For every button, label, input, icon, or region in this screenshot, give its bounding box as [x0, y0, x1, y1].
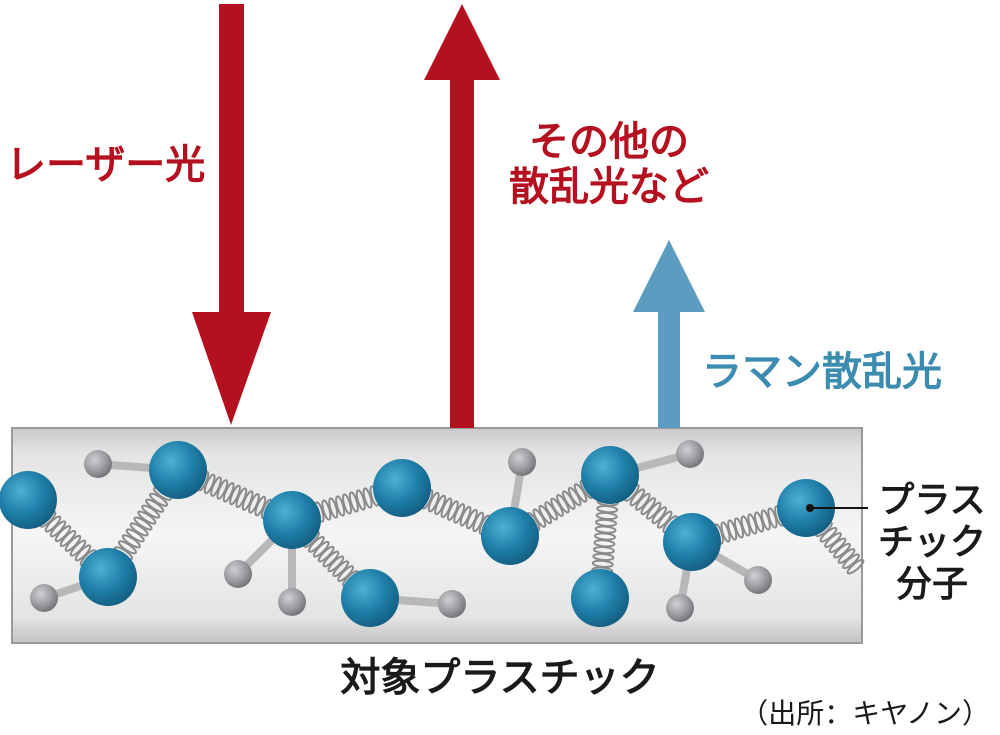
- molecule-atoms: [0, 440, 835, 627]
- target-plastic-label: 対象プラスチック: [340, 655, 660, 701]
- small-atom: [744, 566, 772, 594]
- large-atom: [373, 459, 431, 517]
- molecule-label-line3: 分子: [895, 564, 968, 606]
- small-atom: [508, 448, 536, 476]
- small-atom: [666, 594, 694, 622]
- other-scatter-label: その他の 散乱光など: [500, 120, 718, 210]
- large-atom: [481, 507, 539, 565]
- molecule-label-line1: プラス: [878, 480, 986, 521]
- molecule-leader-dot: [806, 504, 814, 512]
- large-atom: [79, 548, 137, 606]
- scatter-arrow-icon: [424, 4, 500, 428]
- small-atom: [84, 450, 112, 478]
- plastic-molecule-label: プラス チック 分子: [872, 480, 992, 606]
- source-credit: （出所：キヤノン）: [740, 697, 990, 730]
- small-atom: [278, 588, 306, 616]
- large-atom: [0, 471, 57, 529]
- molecule-label-line2: チック: [877, 522, 986, 564]
- small-atom: [224, 560, 252, 588]
- raman-label: ラマン散乱光: [702, 349, 942, 395]
- small-atom: [676, 440, 704, 468]
- large-atom: [571, 569, 629, 627]
- small-atom: [438, 590, 466, 618]
- other-scatter-label-line2: 散乱光など: [509, 163, 709, 210]
- large-atom: [149, 441, 207, 499]
- large-atom: [263, 491, 321, 549]
- other-scatter-label-line1: その他の: [529, 119, 689, 165]
- raman-arrow-icon: [633, 240, 705, 428]
- small-atom: [30, 584, 58, 612]
- large-atom: [341, 569, 399, 627]
- large-atom: [581, 446, 639, 504]
- laser-arrow-icon: [192, 4, 271, 425]
- laser-label: レーザー光: [6, 142, 206, 188]
- large-atom: [663, 513, 721, 571]
